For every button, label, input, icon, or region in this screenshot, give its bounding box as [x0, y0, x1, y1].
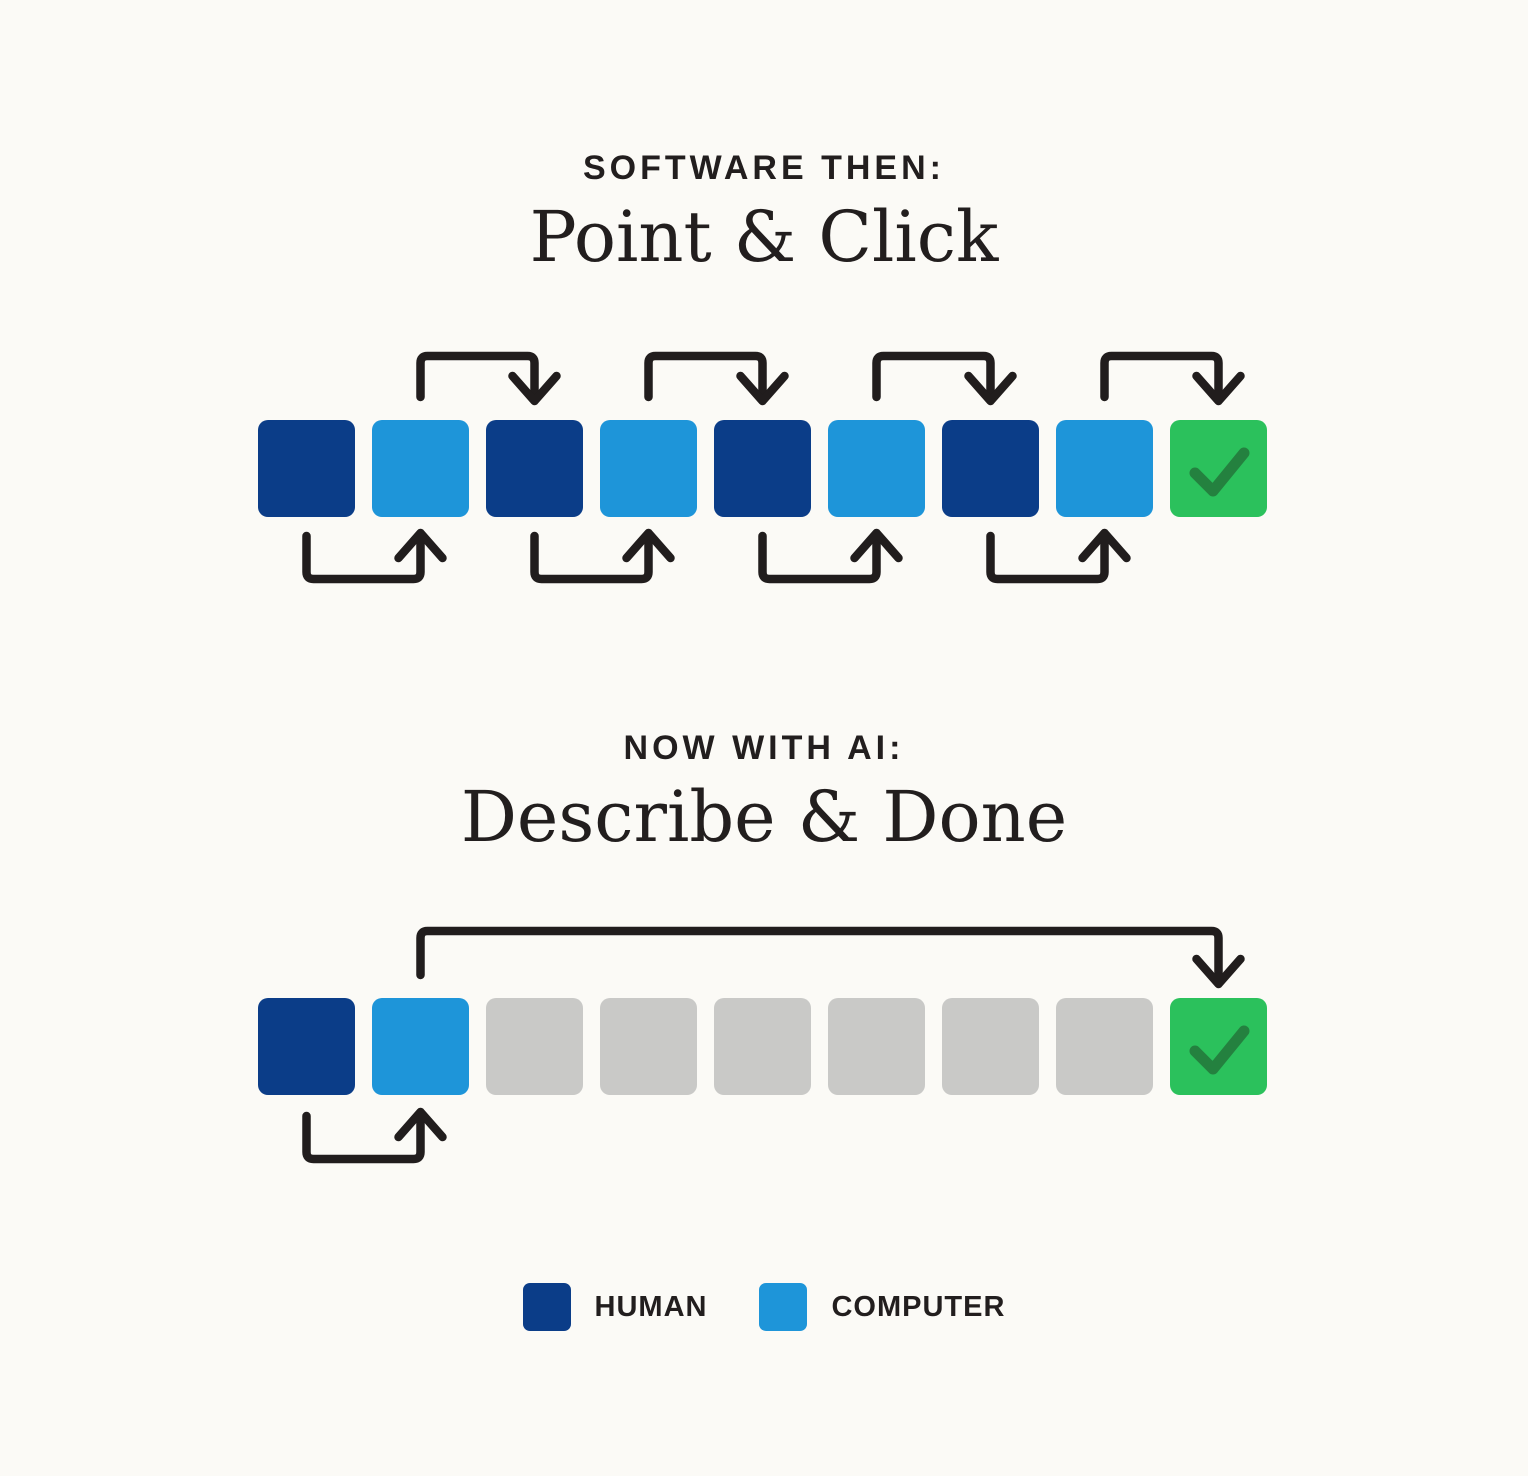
bottom-arrow-line	[530, 531, 653, 584]
step-square-human	[258, 420, 355, 517]
legend: HUMAN COMPUTER	[0, 1283, 1528, 1331]
top-arrowhead-icon	[508, 371, 561, 406]
step-square-computer	[600, 420, 697, 517]
top-arrowhead-icon	[964, 371, 1017, 406]
bottom-arrowhead-icon	[394, 1107, 447, 1142]
bottom-arrow-line	[302, 1111, 425, 1164]
step-square-computer	[372, 998, 469, 1095]
step-square-skipped	[600, 998, 697, 1095]
step-square-human	[714, 420, 811, 517]
top-arrowhead-icon	[1192, 371, 1245, 406]
step-square-skipped	[828, 998, 925, 1095]
legend-item-computer: COMPUTER	[759, 1283, 1005, 1331]
top-arrowhead-icon	[1192, 954, 1245, 989]
step-square-skipped	[1056, 998, 1153, 1095]
bottom-arrow-line	[302, 531, 425, 584]
step-square-skipped	[942, 998, 1039, 1095]
top-arrow-line	[644, 351, 767, 402]
top-arrowhead-icon	[736, 371, 789, 406]
legend-item-human: HUMAN	[522, 1283, 708, 1331]
section-then-kicker: SOFTWARE THEN:	[583, 149, 945, 187]
top-arrow-line	[872, 351, 995, 402]
legend-label-computer: COMPUTER	[831, 1290, 1006, 1323]
bottom-arrow-line	[986, 531, 1109, 584]
top-arrow-line	[1100, 351, 1223, 402]
top-arrow-line	[416, 351, 539, 402]
bottom-arrow-line	[758, 531, 881, 584]
step-square-done	[1170, 420, 1267, 517]
step-square-computer	[1056, 420, 1153, 517]
legend-swatch-human	[522, 1283, 571, 1331]
bottom-arrowhead-icon	[1078, 528, 1131, 563]
bottom-arrowhead-icon	[622, 528, 675, 563]
step-square-human	[258, 998, 355, 1095]
check-icon	[1189, 447, 1250, 497]
step-square-computer	[828, 420, 925, 517]
section-now-title: Describe & Done	[460, 776, 1068, 858]
step-square-computer	[372, 420, 469, 517]
step-square-done	[1170, 998, 1267, 1095]
section-then-title: Point & Click	[529, 196, 999, 278]
bottom-arrowhead-icon	[394, 528, 447, 563]
step-square-human	[486, 420, 583, 517]
legend-swatch-computer	[759, 1283, 808, 1331]
bottom-arrowhead-icon	[850, 528, 903, 563]
step-square-skipped	[486, 998, 583, 1095]
top-arrow-line	[416, 926, 1223, 985]
step-square-skipped	[714, 998, 811, 1095]
step-square-human	[942, 420, 1039, 517]
section-now-kicker: NOW WITH AI:	[623, 729, 905, 767]
legend-label-human: HUMAN	[594, 1290, 708, 1323]
check-icon	[1189, 1025, 1250, 1075]
